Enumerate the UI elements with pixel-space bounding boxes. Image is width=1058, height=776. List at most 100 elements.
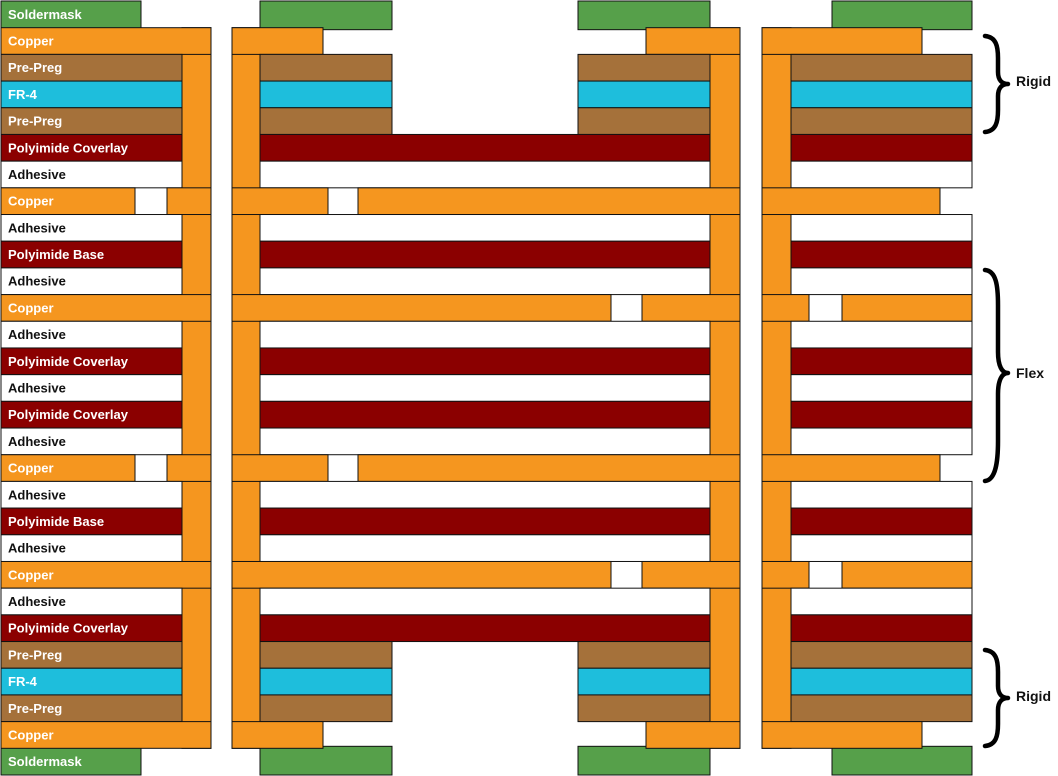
layer-11-adhesive-left — [0, 267, 183, 296]
flex-label: Flex — [1016, 365, 1044, 381]
layer-6-polyimide-coverlay-center — [259, 133, 711, 162]
region-markers: Rigid Flex Rigid — [982, 33, 1051, 749]
layer-24-polyimide-coverlay-right — [790, 614, 973, 643]
soldermask-left-top — [0, 0, 142, 31]
layer-13-adhesive-right — [790, 320, 973, 349]
layer-11-adhesive-center — [259, 267, 711, 296]
layer-25-pre-preg-left — [0, 641, 183, 669]
layer-22-copper-left-1 — [0, 560, 212, 589]
layer-2-copper-pad-2 — [645, 27, 741, 55]
layer-18-copper-center-1 — [231, 454, 329, 482]
layer-label: Pre-Preg — [8, 647, 62, 662]
layer-label: Adhesive — [8, 541, 66, 556]
rigid-bottom-brace — [982, 647, 1011, 749]
soldermask-pad-3-top — [831, 0, 973, 31]
rigid-top-brace — [982, 33, 1011, 135]
layer-label: FR-4 — [8, 87, 38, 102]
layer-19-adhesive-left — [0, 480, 183, 509]
layer-label: Adhesive — [8, 594, 66, 609]
layer-8-copper-center-1 — [231, 187, 329, 216]
layer-10-polyimide-base-center — [259, 240, 711, 269]
layer-20-polyimide-base-left — [0, 507, 183, 536]
layer-27-pre-preg-right — [790, 694, 973, 723]
layer-label: Adhesive — [8, 220, 66, 235]
layer-2-copper-pad-3 — [761, 27, 923, 55]
layer-25-pre-preg-right — [790, 641, 973, 669]
layer-10-polyimide-base-right — [790, 240, 973, 269]
layer-22-copper-right-2 — [841, 560, 973, 589]
layer-26-fr-4-center-1 — [259, 667, 393, 696]
layer-label: Soldermask — [8, 754, 82, 769]
layer-14-polyimide-coverlay-right — [790, 347, 973, 376]
layer-labels: SoldermaskCopperPre-PregFR-4Pre-PregPoly… — [8, 7, 129, 769]
soldermask-left-bottom — [0, 745, 142, 776]
layer-28-copper-pad-3 — [761, 721, 923, 749]
layer-3-pre-preg-left — [0, 53, 183, 82]
via-barrel-3 — [709, 27, 741, 749]
layer-label: Soldermask — [8, 7, 82, 22]
flex-brace — [982, 267, 1011, 484]
layer-2-copper-pad-1 — [231, 27, 324, 55]
layer-18-copper-left-2 — [166, 454, 212, 482]
layer-12-copper-center-1 — [231, 294, 612, 322]
layer-24-polyimide-coverlay-center — [259, 614, 711, 643]
layer-label: Polyimide Base — [8, 514, 104, 529]
layer-label: Polyimide Coverlay — [8, 621, 129, 636]
layer-label: Adhesive — [8, 167, 66, 182]
layer-21-adhesive-center — [259, 534, 711, 562]
layer-15-adhesive-right — [790, 374, 973, 402]
layer-label: Adhesive — [8, 487, 66, 502]
layer-17-adhesive-left — [0, 427, 183, 456]
layer-label: Pre-Preg — [8, 701, 62, 716]
layer-15-adhesive-center — [259, 374, 711, 402]
layer-label: Adhesive — [8, 327, 66, 342]
layer-19-adhesive-center — [259, 480, 711, 509]
layer-8-copper-left-1 — [0, 187, 136, 216]
layer-label: Copper — [8, 461, 54, 476]
layer-label: Adhesive — [8, 434, 66, 449]
layer-16-polyimide-coverlay-center — [259, 400, 711, 429]
layer-label: Copper — [8, 727, 54, 742]
layer-13-adhesive-left — [0, 320, 183, 349]
layer-9-adhesive-right — [790, 214, 973, 242]
layer-22-copper-center-1 — [231, 560, 612, 589]
soldermask-layers — [0, 0, 973, 776]
layer-27-pre-preg-center-1 — [259, 694, 393, 723]
layer-6-polyimide-coverlay-left — [0, 133, 183, 162]
layer-7-adhesive-right — [790, 160, 973, 189]
soldermask-pad-1-top — [259, 0, 393, 31]
via-barrel-4 — [761, 27, 792, 749]
soldermask-pad-2-top — [577, 0, 711, 31]
soldermask-pad-3-bottom — [831, 745, 973, 776]
layer-25-pre-preg-center-1 — [259, 641, 393, 669]
layer-label: Adhesive — [8, 274, 66, 289]
layer-28-copper-left — [0, 721, 212, 749]
layer-18-copper-center-2 — [357, 454, 741, 482]
layer-label: Polyimide Coverlay — [8, 407, 129, 422]
layer-22-copper-center-2 — [641, 560, 741, 589]
layer-26-fr-4-center-2 — [577, 667, 711, 696]
layer-10-polyimide-base-left — [0, 240, 183, 269]
stackup-layers — [0, 27, 973, 749]
layer-18-copper-left-1 — [0, 454, 136, 482]
layer-26-fr-4-left — [0, 667, 183, 696]
layer-label: Polyimide Base — [8, 247, 104, 262]
layer-9-adhesive-center — [259, 214, 711, 242]
layer-label: Copper — [8, 194, 54, 209]
layer-15-adhesive-left — [0, 374, 183, 402]
layer-label: Pre-Preg — [8, 114, 62, 129]
layer-3-pre-preg-right — [790, 53, 973, 82]
layer-12-copper-right-2 — [841, 294, 973, 322]
layer-4-fr-4-center-1 — [259, 80, 393, 109]
layer-17-adhesive-right — [790, 427, 973, 456]
layer-5-pre-preg-center-1 — [259, 107, 393, 135]
layer-7-adhesive-left — [0, 160, 183, 189]
layer-21-adhesive-right — [790, 534, 973, 562]
layer-label: Polyimide Coverlay — [8, 140, 129, 155]
layer-label: FR-4 — [8, 674, 38, 689]
rigid-bottom-label: Rigid — [1016, 688, 1051, 704]
layer-23-adhesive-right — [790, 587, 973, 616]
layer-28-copper-pad-2 — [645, 721, 741, 749]
soldermask-pad-2-bottom — [577, 745, 711, 776]
